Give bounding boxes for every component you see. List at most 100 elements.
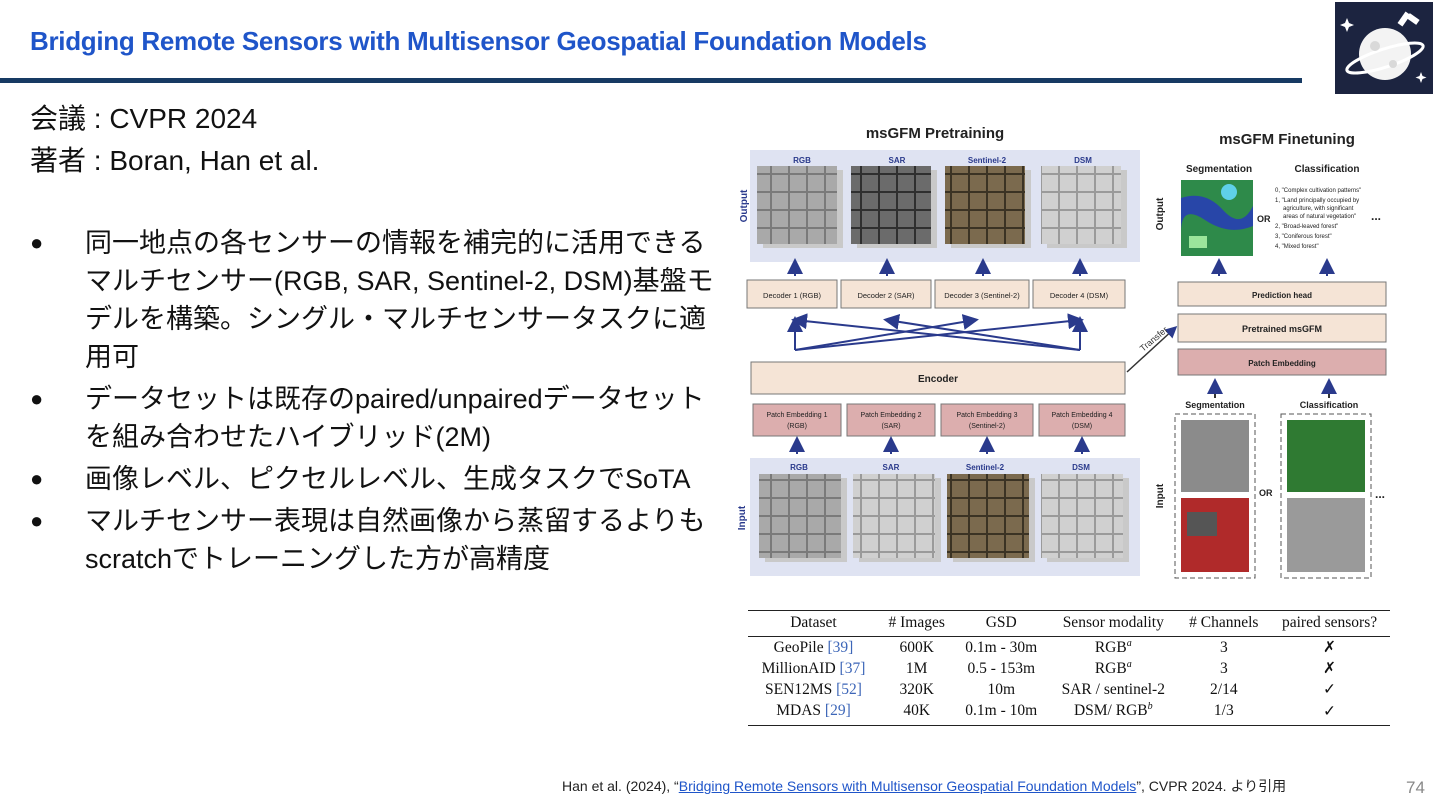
modality-cell: RGBa bbox=[1094, 659, 1132, 678]
output-tile-dsm bbox=[1041, 166, 1121, 244]
input-sensor-label: DSM bbox=[1072, 463, 1090, 472]
output-sensor-label: SAR bbox=[889, 156, 906, 165]
paired-cell: ✗ bbox=[1323, 639, 1337, 657]
finetuning-title: msGFM Finetuning bbox=[1219, 131, 1355, 148]
decoder-label: Decoder 4 (DSM) bbox=[1050, 291, 1109, 300]
table-header: Sensor modality bbox=[1048, 610, 1179, 637]
input-or-label: OR bbox=[1259, 488, 1273, 498]
paper-link[interactable]: Bridging Remote Sensors with Multisensor… bbox=[678, 778, 1137, 794]
dataset-cell: MDAS [29] bbox=[748, 700, 879, 726]
bullet-text: データセットは既存のpaired/unpairedデータセットを組み合わせたハイ… bbox=[85, 384, 705, 452]
output-sensor-label: RGB bbox=[793, 156, 811, 165]
decoder-label: Decoder 2 (SAR) bbox=[857, 291, 915, 300]
class-line: 1, "Land principally occupied by bbox=[1275, 198, 1359, 204]
table-header-row: Dataset # Images GSD Sensor modality # C… bbox=[748, 610, 1390, 637]
bullet-dot-icon: ● bbox=[30, 386, 44, 411]
bullet-text: マルチセンサー表現は自然画像から蒸留するよりもscratchでトレーニングした方… bbox=[85, 506, 706, 574]
output-tile-sentinel bbox=[945, 166, 1025, 244]
table-header: Dataset bbox=[748, 610, 879, 637]
bullet-item: ● 同一地点の各センサーの情報を補完的に活用できるマルチセンサー(RGB, SAR… bbox=[30, 224, 730, 376]
patch-embedding-box bbox=[1038, 403, 1126, 437]
output-label: Output bbox=[739, 189, 750, 222]
finetune-patch-embedding-label: Patch Embedding bbox=[1248, 359, 1316, 368]
patch-embedding-sensor: (DSM) bbox=[1072, 423, 1092, 430]
citation-prefix: Han et al. (2024), “ bbox=[562, 778, 679, 794]
input-tile-dsm bbox=[1041, 474, 1123, 558]
patch-embedding-label: Patch Embedding 1 bbox=[766, 412, 827, 419]
table-header: # Images bbox=[878, 610, 955, 637]
classification-input-frame bbox=[1280, 413, 1372, 579]
reference-link[interactable]: [39] bbox=[827, 638, 854, 656]
pretrained-msgfm-box bbox=[1177, 313, 1387, 343]
class-line: 4, "Mixed forest" bbox=[1275, 244, 1319, 250]
output-tile-rgb bbox=[757, 166, 837, 244]
patch-embedding-box bbox=[940, 403, 1034, 437]
encoder-label: Encoder bbox=[918, 374, 958, 385]
finetune-ellipsis: ... bbox=[1371, 209, 1381, 223]
modality-cell: RGBa bbox=[1094, 638, 1132, 657]
class-line: areas of natural vegetation" bbox=[1283, 214, 1356, 220]
reference-link[interactable]: [29] bbox=[824, 702, 851, 720]
dataset-cell: GeoPile [39] bbox=[773, 638, 854, 656]
patch-embedding-label: Patch Embedding 2 bbox=[860, 412, 921, 419]
paired-cell: ✓ bbox=[1323, 681, 1337, 699]
bullet-list: ● 同一地点の各センサーの情報を補完的に活用できるマルチセンサー(RGB, SAR… bbox=[30, 224, 730, 582]
classification-input-image-1 bbox=[1287, 420, 1365, 492]
table-header: # Channels bbox=[1178, 610, 1270, 637]
gsd-cell: 0.5 - 153m bbox=[967, 659, 1036, 677]
title-divider bbox=[0, 78, 1302, 83]
slide-title: Bridging Remote Sensors with Multisensor… bbox=[30, 26, 927, 56]
bullet-dot-icon: ● bbox=[30, 466, 44, 491]
bullet-item: ● マルチセンサー表現は自然画像から蒸留するよりもscratchでトレーニングした… bbox=[30, 502, 730, 578]
gsd-cell: 0.1m - 10m bbox=[954, 700, 1049, 726]
images-cell: 600K bbox=[899, 638, 934, 656]
patch-embedding-box bbox=[752, 403, 842, 437]
decoder-box bbox=[840, 279, 932, 309]
bullet-dot-icon: ● bbox=[30, 230, 44, 255]
output-tile-sar bbox=[851, 166, 931, 244]
images-cell: 1M bbox=[905, 659, 928, 677]
bullet-text: 画像レベル、ピクセルレベル、生成タスクでSoTA bbox=[85, 464, 691, 494]
classification-input-image-2 bbox=[1287, 498, 1365, 572]
bullet-text: 同一地点の各センサーの情報を補完的に活用できるマルチセンサー(RGB, SAR,… bbox=[85, 228, 714, 372]
pretrained-msgfm-label: Pretrained msGFM bbox=[1242, 324, 1322, 334]
decoder-label: Decoder 3 (Sentinel-2) bbox=[944, 291, 1020, 300]
decoder-box bbox=[746, 279, 838, 309]
patch-embedding-box bbox=[846, 403, 936, 437]
class-line: agriculture, with significant bbox=[1283, 206, 1354, 212]
table-row: SEN12MS [52] 320K 10m SAR / sentinel-2 2… bbox=[748, 679, 1390, 700]
finetune-patch-embedding-box bbox=[1177, 348, 1387, 376]
architecture-diagram: msGFM Pretraining msGFM Finetuning Outpu… bbox=[737, 125, 1387, 579]
channels-cell: 2/14 bbox=[1210, 680, 1238, 698]
input-tile-sar bbox=[853, 474, 935, 558]
segmentation-input-image-1 bbox=[1181, 420, 1249, 492]
encoder-box bbox=[750, 361, 1126, 395]
input-label: Input bbox=[737, 505, 748, 530]
dataset-cell: MillionAID [37] bbox=[761, 659, 866, 677]
table-header: GSD bbox=[954, 610, 1049, 637]
bullet-item: ● データセットは既存のpaired/unpairedデータセットを組み合わせたハ… bbox=[30, 380, 730, 456]
segmentation-map bbox=[1181, 180, 1253, 256]
transfer-label: Transfer bbox=[1138, 325, 1170, 354]
prediction-head-label: Prediction head bbox=[1252, 291, 1312, 300]
bullet-dot-icon: ● bbox=[30, 508, 44, 533]
patch-embedding-label: Patch Embedding 3 bbox=[956, 412, 1017, 419]
paired-cell: ✗ bbox=[1323, 660, 1337, 678]
logo-icon bbox=[1340, 11, 1427, 83]
reference-link[interactable]: [52] bbox=[836, 680, 862, 698]
input-sensor-label: Sentinel-2 bbox=[966, 463, 1005, 472]
decoder-label: Decoder 1 (RGB) bbox=[763, 291, 821, 300]
input-classification-title: Classification bbox=[1300, 400, 1359, 410]
images-cell: 320K bbox=[899, 680, 934, 698]
input-segmentation-title: Segmentation bbox=[1185, 400, 1245, 410]
prediction-head-box bbox=[1177, 281, 1387, 307]
channels-cell: 3 bbox=[1219, 659, 1228, 677]
class-line: 3, "Coniferous forest" bbox=[1275, 234, 1332, 240]
segmentation-input-overlay bbox=[1187, 512, 1217, 536]
gsd-cell: 0.1m - 30m bbox=[965, 638, 1038, 656]
patch-embedding-sensor: (RGB) bbox=[787, 423, 807, 430]
input-sensor-label: RGB bbox=[790, 463, 808, 472]
reference-link[interactable]: [37] bbox=[839, 659, 866, 677]
decoder-box bbox=[934, 279, 1030, 309]
authors-line: 著者 : Boran, Han et al. bbox=[30, 145, 320, 176]
